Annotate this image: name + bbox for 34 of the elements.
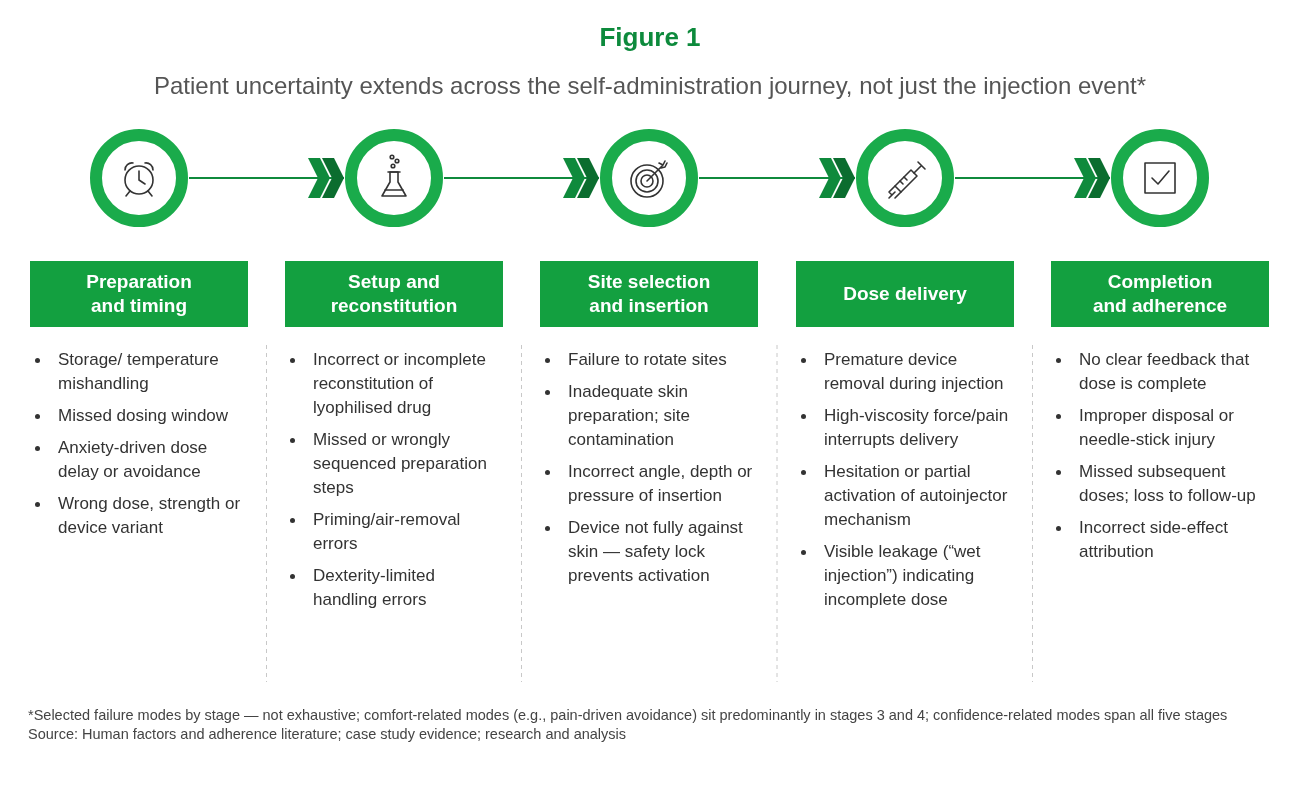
- list-item: Hesitation or partial activation of autoinjector mechanism: [824, 461, 1009, 531]
- stage-header: Setup and reconstitution: [285, 261, 503, 327]
- footnote: *Selected failure modes by stage — not exhaustive; comfort-related modes (e.g., pain-driven avoidance) sit predominantly in stages 3 and 4; confidence-related modes span all five stages: [28, 706, 1229, 725]
- list-item: Anxiety-driven dose delay or avoidance: [58, 437, 209, 483]
- footnote: Source: Human factors and adherence literature; case study evidence; research and analysis: [28, 725, 628, 744]
- step-ring: [344, 128, 444, 228]
- stage-header: Site selection and insertion: [540, 261, 758, 327]
- step-ring: [855, 128, 955, 228]
- step-ring: [1110, 128, 1210, 228]
- stage-header: Dose delivery: [796, 261, 1014, 327]
- list-item: No clear feedback that dose is complete: [1079, 349, 1251, 395]
- list-item: Wrong dose, strength or device variant: [58, 493, 242, 539]
- list-item: Missed dosing window: [58, 405, 230, 427]
- list-item: Storage/ temperature mishandling: [58, 349, 220, 395]
- list-item: Failure to rotate sites: [568, 349, 728, 371]
- stage-header: Completion and adherence: [1051, 261, 1269, 327]
- list-item: Premature device removal during injection: [824, 349, 1005, 395]
- list-item: Device not fully against skin — safety lock prevents activation: [568, 517, 744, 587]
- figure-title: Figure 1: [598, 22, 702, 53]
- list-item: Incorrect or incomplete reconstitution of lyophilised drug: [313, 349, 487, 419]
- list-item: Improper disposal or needle-stick injury: [1079, 405, 1235, 451]
- stage-header: Preparation and timing: [30, 261, 248, 327]
- subtitle: Patient uncertainty extends across the self-administration journey, not just the injection event*: [152, 72, 1148, 100]
- list-item: Missed subsequent doses; loss to follow-up: [1079, 461, 1257, 507]
- list-item: Incorrect side-effect attribution: [1079, 517, 1229, 563]
- step-ring: [89, 128, 189, 228]
- list-item: High-viscosity force/pain interrupts delivery: [824, 405, 1010, 451]
- list-item: Missed or wrongly sequenced preparation steps: [313, 429, 488, 499]
- list-item: Incorrect angle, depth or pressure of insertion: [568, 461, 754, 507]
- step-ring: [599, 128, 699, 228]
- list-item: Inadequate skin preparation; site contamination: [568, 381, 691, 451]
- list-item: Dexterity-limited handling errors: [313, 565, 436, 611]
- list-item: Visible leakage (“wet injection”) indicating incomplete dose: [824, 541, 982, 611]
- list-item: Priming/air-removal errors: [313, 509, 462, 555]
